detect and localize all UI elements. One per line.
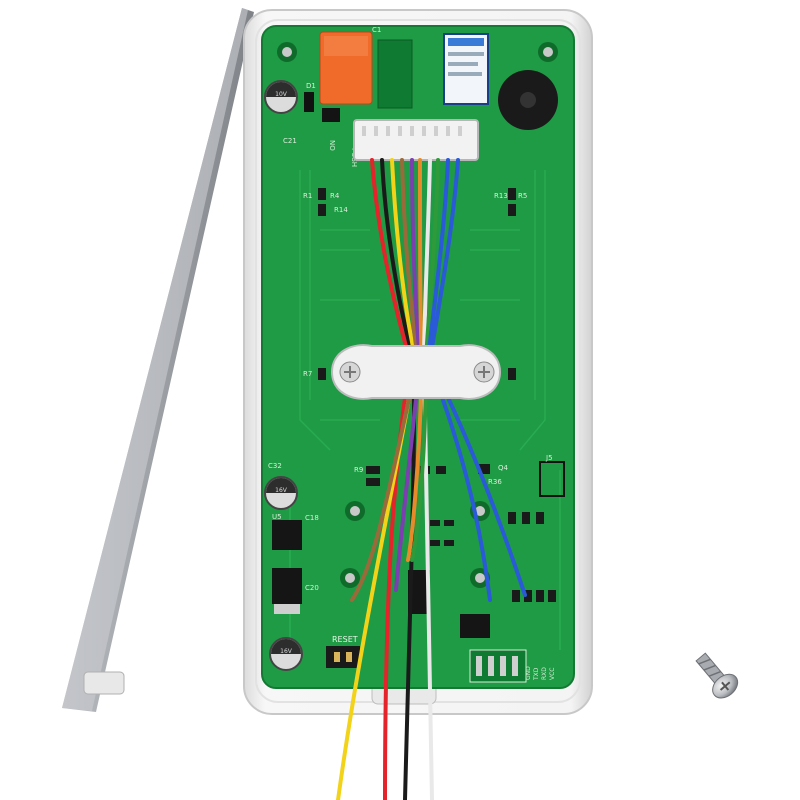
pcb-label-j5: J5 [545, 454, 553, 462]
pcb-label-no: NO [328, 140, 336, 151]
header-pins [362, 126, 462, 136]
capacitor-mark: 10V [275, 91, 288, 98]
pcb-label-c21: C21 [283, 137, 297, 145]
jumper-j5 [539, 461, 565, 497]
pcb-label-c18: C18 [305, 514, 319, 522]
pcb-label-r7: R7 [303, 370, 312, 378]
pcb-label-r13: R13 [494, 192, 508, 200]
pcb-label-r14: R14 [334, 206, 348, 214]
cover-plate-clip [83, 671, 125, 695]
pcb-label-r36: R36 [488, 478, 502, 486]
mounting-hole [277, 42, 297, 62]
connector-pin-label: TXD [533, 667, 540, 681]
smd-components [318, 188, 556, 602]
connector-pin-label: RXD [541, 667, 548, 680]
capacitor-mark: 100 [275, 99, 287, 106]
ic-chip [408, 570, 430, 614]
mounting-hole [538, 42, 558, 62]
pcb-label-q4: Q4 [498, 464, 509, 472]
capacitor-top: 10V 100 [264, 80, 298, 114]
pcb-label-c20: C20 [305, 584, 319, 592]
pcb-label-d1: D1 [306, 82, 316, 90]
connector-pin-label: VCC [549, 668, 556, 680]
capacitor-bottom: 16V 100 [269, 637, 303, 671]
wire-clamp [330, 344, 502, 400]
pcb-label-c32: C32 [268, 462, 282, 470]
pcb-traces [289, 170, 561, 650]
reset-header [326, 646, 360, 668]
diode [304, 92, 314, 112]
transistor [322, 108, 340, 122]
ic-chip [460, 614, 490, 638]
voltage-regulator [272, 520, 302, 550]
pcb-label-u5: U5 [272, 513, 282, 521]
capacitor-middle: 16V 100 [264, 476, 298, 510]
serial-connector [469, 649, 527, 683]
metal-cover-plate [62, 8, 254, 712]
capacitor-mark: 16V [275, 487, 288, 494]
mounting-hole [340, 568, 360, 588]
pcb-label-r5: R5 [518, 192, 527, 200]
pcb-label-c1: C1 [372, 26, 381, 34]
capacitor-mark: 16V [280, 648, 293, 655]
loose-screw [695, 652, 739, 699]
capacitor-mark: 100 [275, 495, 287, 502]
pcb-label-r4: R4 [330, 192, 340, 200]
pcb-label-r1: R1 [303, 192, 312, 200]
resistor-array [377, 39, 413, 109]
pcb-label-reset: RESET [332, 635, 358, 644]
capacitor-mark: 100 [280, 656, 292, 663]
pcb-label-r9: R9 [354, 466, 363, 474]
voltage-regulator [272, 568, 302, 604]
mounting-hole [345, 501, 365, 521]
connector-pin-label: GND [525, 666, 532, 680]
